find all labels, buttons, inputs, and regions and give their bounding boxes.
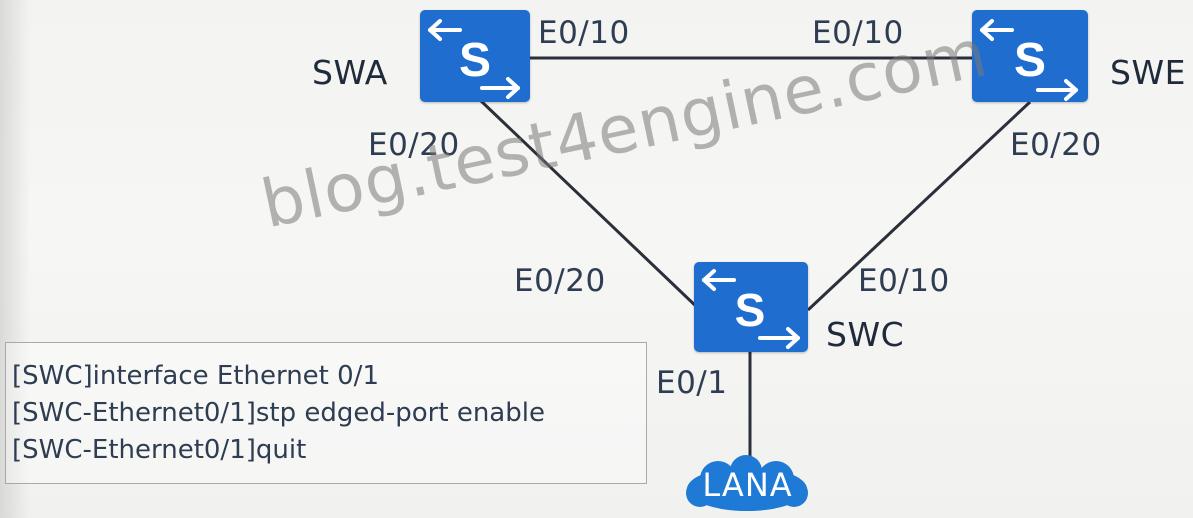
device-label-swc: SWC: [826, 315, 905, 354]
port-label-swb-e0-20: E0/20: [1010, 127, 1102, 163]
port-label-swc-e0-1: E0/1: [656, 365, 728, 401]
port-label-swa-e0-20: E0/20: [368, 127, 460, 163]
switch-glyph: S: [735, 284, 766, 336]
device-label-swb: SWE: [1110, 53, 1186, 92]
switch-glyph: S: [459, 34, 491, 87]
port-label-swb-e0-10: E0/10: [812, 15, 904, 51]
switch-icon: S: [702, 269, 800, 349]
switch-swb: S: [972, 10, 1088, 102]
cli-line: [SWC-Ethernet0/1]quit: [12, 435, 307, 465]
link-swa-swc: [478, 98, 702, 312]
cli-line: [SWC-Ethernet0/1]stp edged-port enable: [12, 398, 545, 428]
link-swb-swc: [806, 100, 1032, 312]
cli-line: [SWC]interface Ethernet 0/1: [12, 361, 379, 391]
switch-swa: S: [420, 10, 530, 102]
device-label-swa: SWA: [312, 53, 388, 92]
cloud-icon: [686, 455, 808, 511]
switch-icon: S: [980, 19, 1078, 101]
lan-cloud: LANA: [680, 455, 815, 515]
port-label-swa-e0-10: E0/10: [538, 15, 630, 51]
port-label-swc-e0-10: E0/10: [858, 263, 950, 299]
switch-glyph: S: [1014, 34, 1046, 87]
switch-icon: S: [428, 19, 520, 99]
switch-swc: S: [694, 262, 808, 352]
lan-label: LANA: [702, 466, 793, 504]
port-label-swc-e0-20: E0/20: [514, 263, 606, 299]
cli-config-box: [SWC]interface Ethernet 0/1 [SWC-Etherne…: [5, 342, 647, 484]
